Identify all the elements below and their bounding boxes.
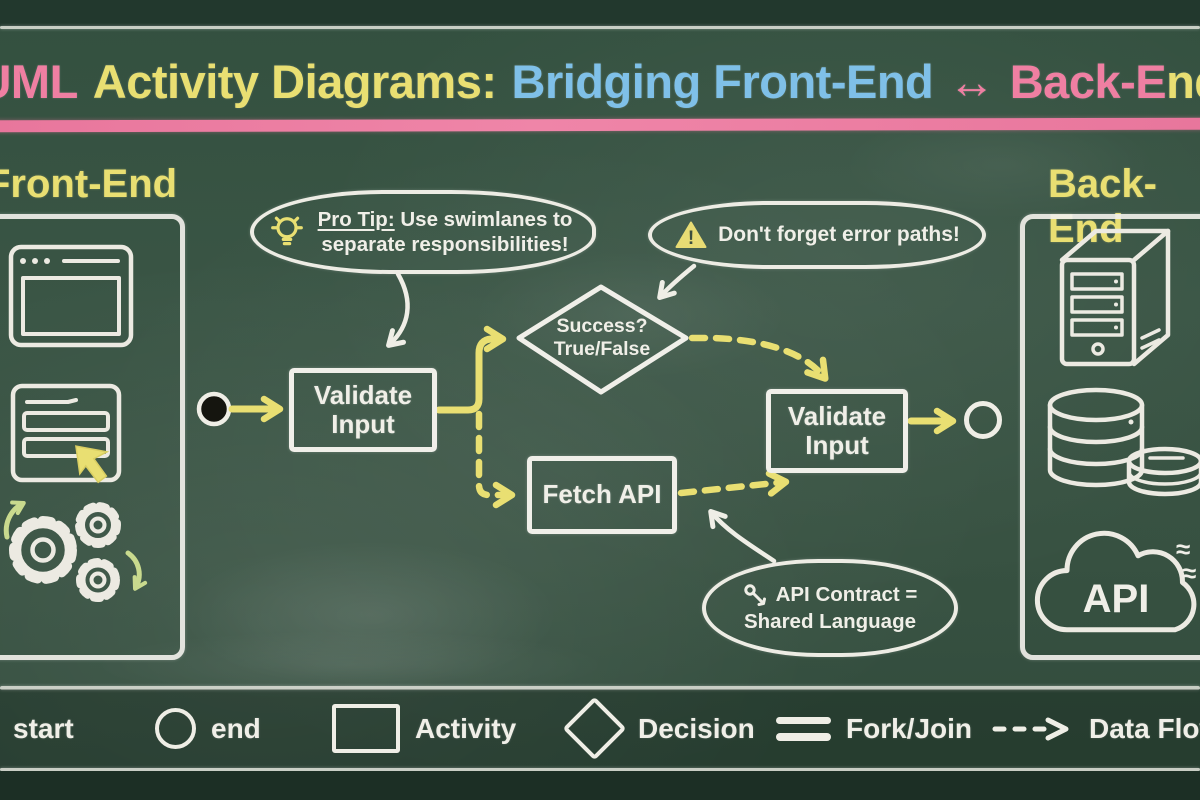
fork-join-icon — [776, 716, 831, 741]
legend-label-activity: Activity — [415, 712, 517, 744]
legend-item-end: end — [155, 689, 261, 768]
gears-icon — [3, 500, 148, 602]
title-arrow-icon: ↔ — [948, 55, 995, 108]
decision-line1: Success? — [556, 314, 648, 337]
edge-fetch-to-validate2 — [677, 470, 790, 497]
error-paths-bubble: ! Don't forget error paths! — [648, 201, 986, 269]
cloud-squiggle: ≈ — [1176, 534, 1190, 564]
legend-top-line — [0, 686, 1200, 690]
edge-validate1-to-decision — [435, 325, 507, 414]
top-frame-line — [0, 26, 1200, 29]
server-icon — [1059, 228, 1171, 367]
activity-icon — [332, 704, 400, 753]
browser-window-icon — [8, 244, 134, 348]
legend-label-end: end — [211, 712, 261, 744]
pro-tip-tail-arrow — [386, 271, 410, 348]
lightbulb-icon — [271, 216, 303, 246]
legend-label-fork-join: Fork/Join — [846, 712, 973, 744]
edge-validate1-to-fetch — [475, 410, 516, 509]
legend-item-fork-join: Fork/Join — [776, 689, 972, 768]
activity-validate-input-2: Validate Input — [766, 389, 908, 473]
pro-tip-body: Use swimlanes to separate responsibiliti… — [321, 208, 573, 256]
pro-tip-text: Pro Tip: Use swimlanes to separate respo… — [314, 207, 576, 257]
database-icon — [1047, 387, 1200, 497]
decision-icon — [562, 696, 627, 761]
legend-item-decision: Decision — [562, 689, 755, 768]
legend-label-data-flow: Data Flow — [1089, 712, 1200, 744]
legend: start end Activity Decision Fork/Join — [0, 689, 1200, 768]
legend-item-activity: Activity — [332, 689, 516, 768]
edge-decision-to-validate2 — [688, 334, 829, 382]
warning-icon: ! — [675, 221, 707, 249]
api-contract-line2: Shared Language — [743, 610, 916, 633]
error-paths-text: Don't forget error paths! — [718, 223, 960, 247]
title-word-bridging: Bridging Front-End — [511, 55, 934, 108]
legend-item-data-flow: Data Flow — [990, 689, 1200, 768]
back-end-lane — [1020, 214, 1200, 660]
title-backend-pink: Back-E — [1009, 55, 1167, 108]
key-icon — [743, 583, 766, 606]
api-contract-tail-arrow — [708, 508, 777, 564]
front-end-lane — [0, 214, 185, 660]
cursor-icon — [75, 445, 110, 484]
error-paths-tail-arrow — [657, 263, 697, 300]
api-contract-bubble: API Contract = Shared Language — [702, 559, 958, 657]
api-cloud-icon: API ≈ ≈ — [1034, 530, 1197, 633]
bottom-frame-line — [0, 768, 1200, 771]
legend-item-start: start — [0, 689, 74, 768]
cloud-api-label: API — [1083, 577, 1150, 621]
activity-validate-input-1: Validate Input — [289, 368, 437, 452]
decision-label: Success? True/False — [528, 306, 676, 370]
top-frame-band — [0, 0, 1200, 26]
pro-tip-bubble: Pro Tip: Use swimlanes to separate respo… — [250, 190, 596, 274]
decision-diamond — [516, 284, 689, 395]
title-word-backend: Back-E nd — [1010, 54, 1200, 109]
title-word-uml: UML — [0, 55, 78, 108]
cloud-squiggle: ≈ — [1182, 558, 1196, 588]
end-node — [964, 401, 1002, 439]
legend-label-start: start — [13, 712, 74, 744]
warning-glyph: ! — [688, 228, 694, 249]
front-end-lane-label: Front-End — [0, 162, 178, 206]
data-flow-icon — [992, 717, 1069, 740]
form-icon — [10, 383, 122, 483]
title-backend-yellow: nd — [1166, 55, 1200, 108]
decision-line2: True/False — [553, 338, 651, 360]
title-word-activity: Activity Diagrams: — [92, 55, 497, 108]
bottom-frame-band — [0, 771, 1200, 800]
legend-label-decision: Decision — [638, 712, 755, 744]
page-title: UML Activity Diagrams: Bridging Front-En… — [0, 54, 1200, 109]
pro-tip-prefix: Pro Tip: — [317, 208, 395, 231]
start-node — [196, 391, 232, 427]
api-contract-line1-row: API Contract = — [743, 582, 918, 607]
api-contract-line1: API Contract = — [775, 583, 918, 606]
end-node-icon — [155, 708, 196, 749]
activity-fetch-api: Fetch API — [527, 456, 677, 534]
